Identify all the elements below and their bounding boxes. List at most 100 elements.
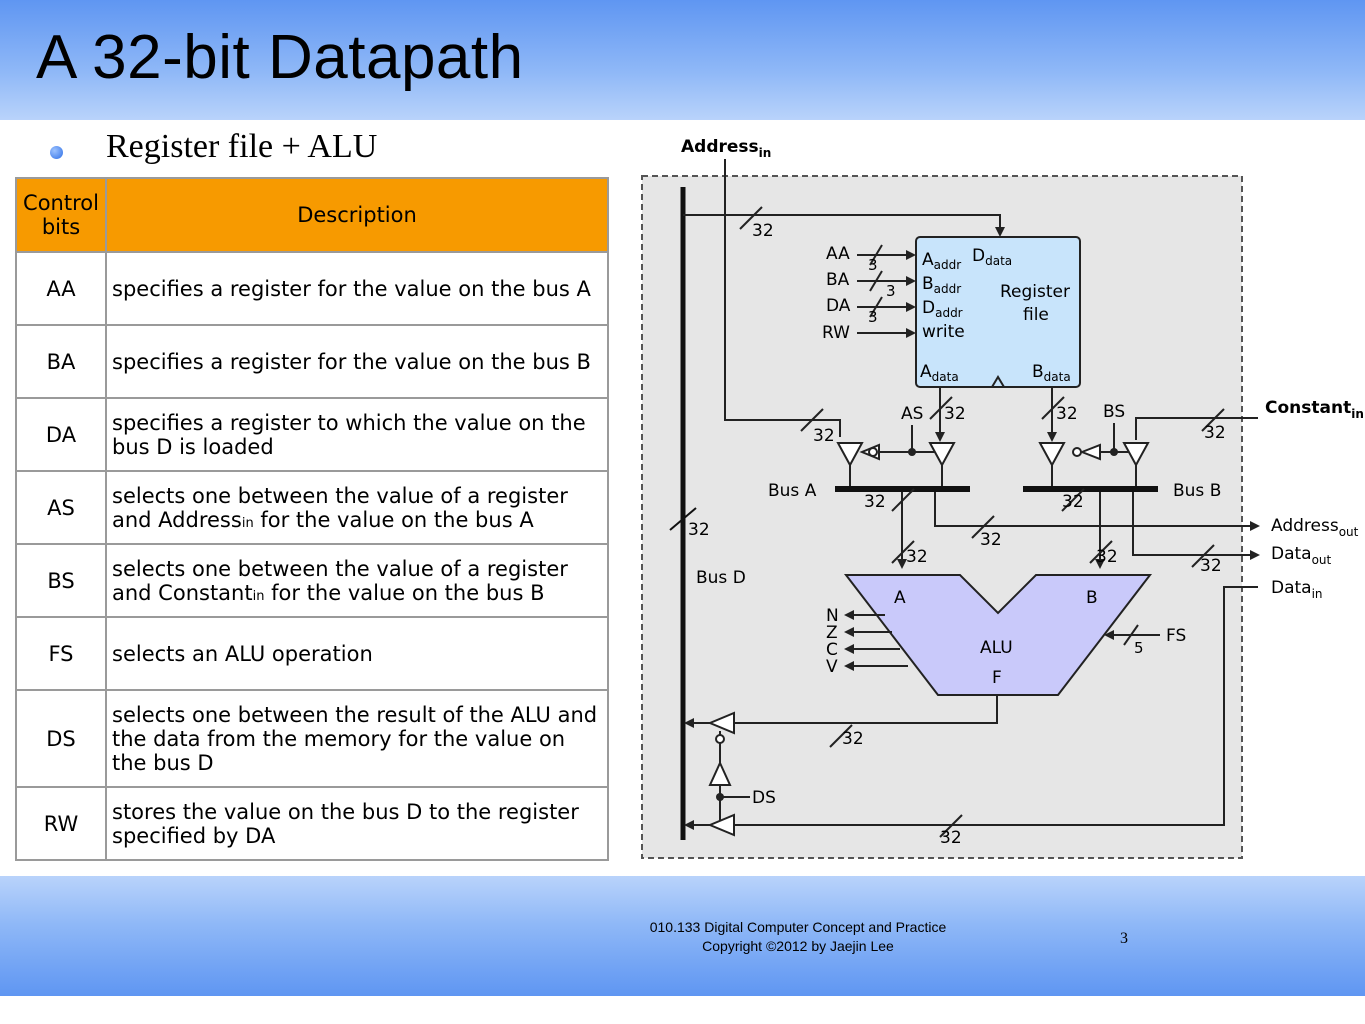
row-code: BA: [15, 324, 107, 399]
header-description: Description: [105, 177, 609, 253]
width-slash: [929, 396, 953, 420]
alu-a-label: A: [894, 588, 906, 608]
width-slash: [1089, 540, 1113, 564]
footer-copyright: Copyright ©2012 by Jaejin Lee: [702, 938, 894, 954]
inverter-bubble: [715, 734, 725, 744]
bullet-text: Register file + ALU: [106, 128, 378, 165]
tristate-b1-icon: [1038, 442, 1066, 468]
footer-text: 010.133 Digital Computer Concept and Pra…: [598, 918, 998, 956]
width-slash: [669, 507, 697, 531]
width-label: 3: [886, 282, 896, 300]
reg-title-2: file: [1023, 305, 1049, 325]
width-slash: [1041, 396, 1065, 420]
width-label: 32: [940, 828, 962, 848]
alu-name: ALU: [980, 638, 1013, 658]
reg-ddata-label: Ddata: [972, 246, 1012, 268]
width-label: 32: [1200, 556, 1222, 576]
fs-label: FS: [1166, 626, 1186, 646]
reg-title-1: Register: [1000, 282, 1070, 302]
row-code: AA: [15, 251, 107, 326]
desc-text: for the value on the bus B: [264, 580, 545, 605]
width-label: 32: [980, 530, 1002, 550]
width-label: 32: [864, 492, 886, 512]
width-slash: [939, 814, 963, 838]
address-out-wire: [934, 492, 1260, 531]
width-slash: [1201, 408, 1225, 432]
tristate-a1-icon: [836, 442, 864, 468]
bus-d-label: Bus D: [696, 568, 746, 588]
address-in-wire: [724, 159, 841, 437]
bus-b-label: Bus B: [1173, 481, 1221, 501]
input-da: DA: [826, 296, 851, 316]
input-aa: AA: [826, 244, 850, 264]
clock-icon: [991, 375, 1005, 388]
row-code: AS: [15, 470, 107, 545]
row-code: DA: [15, 397, 107, 472]
width-slash: [1123, 624, 1139, 646]
width-slash: [971, 515, 995, 539]
data-in-wire: [734, 586, 1258, 826]
row-description: selects an ALU operation: [105, 616, 609, 691]
width-slash: [891, 540, 915, 564]
alu-shape: [843, 574, 1153, 696]
reg-bdata-label: Bdata: [1032, 362, 1071, 384]
reg-baddr-label: Baddr: [922, 274, 961, 296]
table-row: BA specifies a register for the value on…: [15, 324, 609, 399]
row-code: BS: [15, 543, 107, 618]
width-label: 32: [1096, 547, 1118, 567]
width-slash: [869, 270, 883, 292]
page-number: 3: [1120, 930, 1128, 947]
data-out-label: Dataout: [1271, 544, 1332, 567]
slide-footer-band: [0, 876, 1365, 996]
input-ba: BA: [826, 270, 850, 290]
width-slash: [1191, 544, 1215, 568]
table-header-row: Control bits Description: [15, 177, 609, 253]
reg-adata-label: Adata: [920, 362, 959, 384]
ds-label: DS: [752, 788, 776, 808]
row-description: selects one between the result of the AL…: [105, 689, 609, 788]
constant-in-label: Constantin: [1265, 398, 1364, 421]
alu-out-wire: [734, 695, 998, 724]
desc-text: selects one between the value of a regis…: [112, 483, 568, 532]
table-row: AS selects one between the value of a re…: [15, 470, 609, 545]
reg-aaddr-label: Aaddr: [922, 250, 961, 272]
input-rw: RW: [822, 323, 850, 343]
table-row: DS selects one between the result of the…: [15, 689, 609, 788]
width-label: 32: [906, 547, 928, 567]
bus-a-label: Bus A: [768, 481, 817, 501]
width-label: 3: [868, 308, 878, 326]
address-out-label: Addressout: [1271, 516, 1359, 539]
bs-inverter-icon: [1079, 443, 1101, 461]
width-label: 32: [944, 404, 966, 424]
width-label: 32: [1056, 404, 1078, 424]
register-file-box: [915, 236, 1081, 388]
table-row: AA specifies a register for the value on…: [15, 251, 609, 326]
reg-daddr-label: Daddr: [922, 298, 963, 320]
row-description: specifies a register for the value on th…: [105, 324, 609, 399]
width-label: 32: [752, 221, 774, 241]
alu-b-label: B: [1086, 588, 1098, 608]
table-row: DA specifies a register to which the val…: [15, 397, 609, 472]
row-description: specifies a register to which the value …: [105, 397, 609, 472]
address-in-label: Addressin: [681, 137, 771, 160]
bus-d-to-ddata: [683, 214, 1005, 237]
flag-c: C: [826, 640, 838, 660]
as-label: AS: [901, 404, 923, 424]
inverter-bubble: [868, 447, 878, 457]
tristate-ds1-icon: [707, 711, 735, 735]
inverter-bubble: [1072, 447, 1082, 457]
desc-text: for the value on the bus A: [253, 507, 534, 532]
slide-header-band: [0, 0, 1365, 120]
control-bits-table: Control bits Description AA specifies a …: [15, 177, 609, 861]
width-label: 32: [842, 729, 864, 749]
bullet-icon: [50, 146, 63, 159]
bs-label: BS: [1103, 402, 1125, 422]
constant-in-wire: [1135, 417, 1258, 440]
desc-text: selects one between the value of a regis…: [112, 556, 568, 605]
flag-z: Z: [826, 623, 838, 643]
width-label: 32: [1204, 423, 1226, 443]
width-slash: [800, 408, 824, 432]
reg-write-label: write: [922, 322, 965, 342]
ds-inverter-icon: [708, 760, 732, 786]
tristate-ds2-icon: [707, 813, 735, 837]
